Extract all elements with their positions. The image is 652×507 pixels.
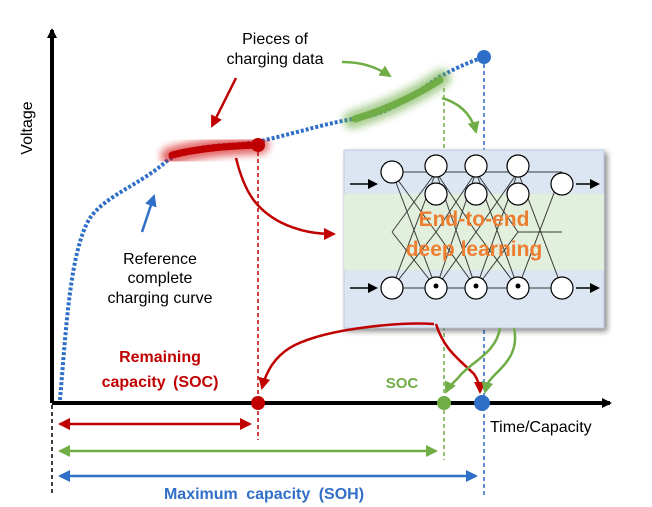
green-output-arrow-soc bbox=[444, 327, 502, 394]
pieces-label-line1: Pieces of bbox=[242, 31, 308, 48]
soh-blue-point bbox=[474, 395, 490, 411]
remaining-label-line1: Remaining bbox=[119, 349, 201, 366]
reference-arrow-blue bbox=[140, 194, 157, 233]
soc-red-point bbox=[251, 396, 265, 410]
red-output-arrow-right bbox=[434, 323, 486, 394]
green-arrow-into-model bbox=[441, 96, 480, 134]
maximum-capacity-label: Maximum capacity (SOH) bbox=[164, 486, 364, 503]
x-axis-label: Time/Capacity bbox=[490, 419, 592, 436]
soc-label: SOC bbox=[386, 375, 419, 392]
reference-label-line2: complete bbox=[128, 270, 193, 287]
y-axis-label: Voltage bbox=[19, 101, 36, 154]
pieces-arrow-red bbox=[210, 77, 238, 128]
remaining-label-line2: capacity (SOC) bbox=[102, 374, 219, 391]
green-output-arrow-soh bbox=[481, 327, 517, 394]
model-title-line1: End-to-end bbox=[419, 208, 530, 231]
pieces-label-line2: charging data bbox=[227, 51, 324, 68]
red-piece-endpoint bbox=[251, 138, 265, 152]
neural-network-icon bbox=[350, 154, 600, 300]
reference-label-line1: Reference bbox=[123, 251, 197, 268]
blue-curve-endpoint bbox=[477, 50, 491, 64]
red-charging-piece bbox=[168, 141, 262, 159]
red-arrow-into-model bbox=[234, 157, 336, 240]
pieces-arrow-green bbox=[341, 60, 392, 78]
model-title-line2: deep learning bbox=[406, 238, 543, 261]
reference-label-line3: charging curve bbox=[108, 290, 213, 307]
red-output-arrow bbox=[258, 322, 435, 390]
soc-green-point bbox=[437, 396, 451, 410]
green-charging-piece bbox=[351, 76, 444, 123]
